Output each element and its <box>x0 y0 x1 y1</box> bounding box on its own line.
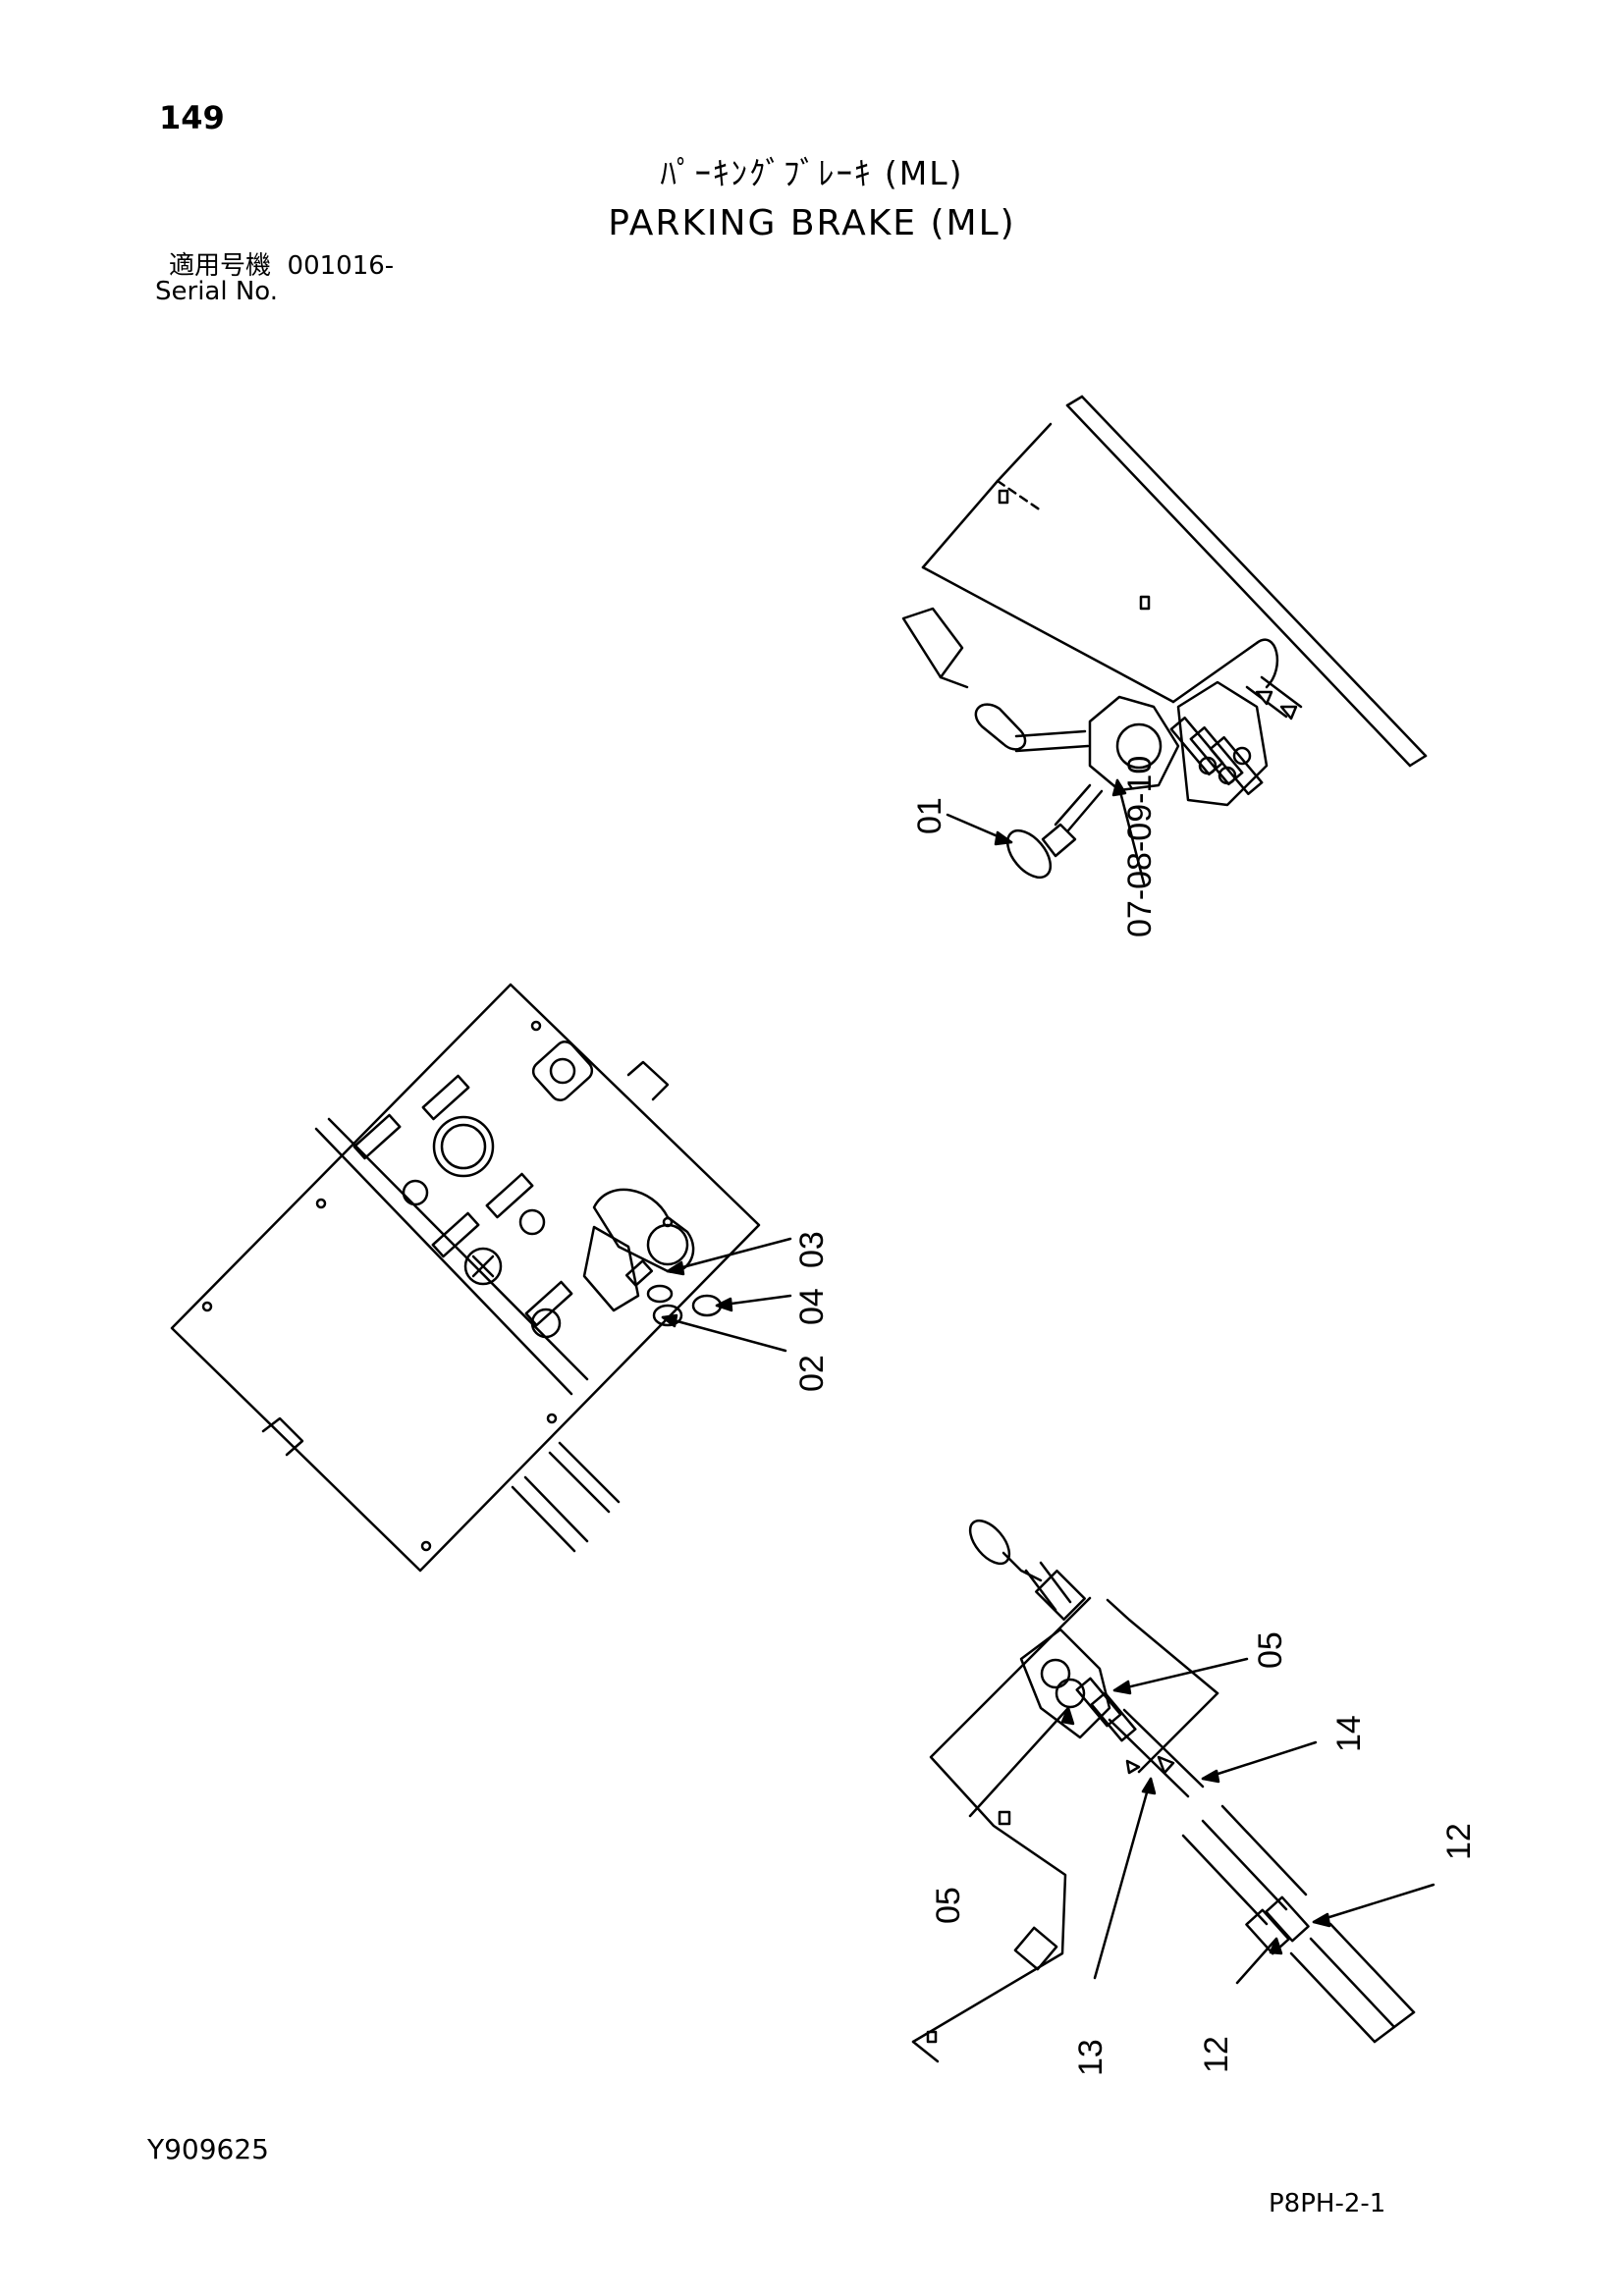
callout-01: 01 <box>911 797 948 834</box>
brake-valve-top <box>1088 680 1269 807</box>
callout-12-right: 12 <box>1440 1823 1478 1860</box>
mounting-tabs <box>261 1060 670 1457</box>
panel-cables <box>511 1441 621 1553</box>
bracket-stub <box>901 607 969 689</box>
hose-arrows-top <box>1245 675 1303 721</box>
bottom-hoses <box>1181 1804 1416 2044</box>
callout-02: 02 <box>793 1355 831 1392</box>
title-japanese: ﾊﾟｰｷﾝｸﾞﾌﾞﾚｰｷ (ML) <box>660 154 964 192</box>
bottom-valve <box>1019 1628 1205 1798</box>
serial-value: 001016- <box>287 251 395 281</box>
callout-labels: 01 07-08-09-10 03 04 02 05 14 05 13 12 1… <box>793 756 1478 2076</box>
bottom-view-assembly <box>911 1519 1435 2063</box>
panel-labels <box>352 1074 573 1327</box>
serial-label-jp-text: 適用号機 <box>169 251 272 281</box>
floor-panel <box>921 395 1428 768</box>
callout-13: 13 <box>1072 2039 1110 2076</box>
callout-14: 14 <box>1330 1715 1368 1752</box>
callout-05-bottom: 05 <box>930 1887 967 1924</box>
panel-screws <box>201 1020 674 1552</box>
leader-lines-top <box>946 778 1146 885</box>
serial-label-japanese: 適用号機 001016- <box>169 253 394 279</box>
document-number: Y909625 <box>147 2133 269 2165</box>
callout-03: 03 <box>793 1231 831 1268</box>
leader-lines-bottom <box>968 1657 1435 1985</box>
callout-07-08-09-10: 07-08-09-10 <box>1121 756 1159 937</box>
panel-gauges <box>402 1041 594 1339</box>
serial-label-english: Serial No. <box>155 277 278 306</box>
panel-brake-valve <box>582 1188 723 1327</box>
brake-lever-upper <box>974 703 1090 753</box>
page-code: P8PH-2-1 <box>1269 2189 1386 2218</box>
page-number: 149 <box>159 99 225 136</box>
top-view-assembly <box>901 395 1428 885</box>
bottom-bracket <box>911 1596 1219 2063</box>
page-title: PARKING BRAKE (ML) <box>608 203 1016 243</box>
leader-lines-panel <box>661 1237 792 1353</box>
callout-04: 04 <box>793 1288 831 1325</box>
callout-05-top: 05 <box>1252 1631 1289 1669</box>
callout-12-bottom: 12 <box>1198 2036 1235 2073</box>
control-panel-view <box>170 983 792 1573</box>
panel-outline <box>170 983 761 1573</box>
brake-lever-knob-bottom <box>968 1519 1086 1621</box>
brake-lever-knob-top <box>1005 783 1104 880</box>
